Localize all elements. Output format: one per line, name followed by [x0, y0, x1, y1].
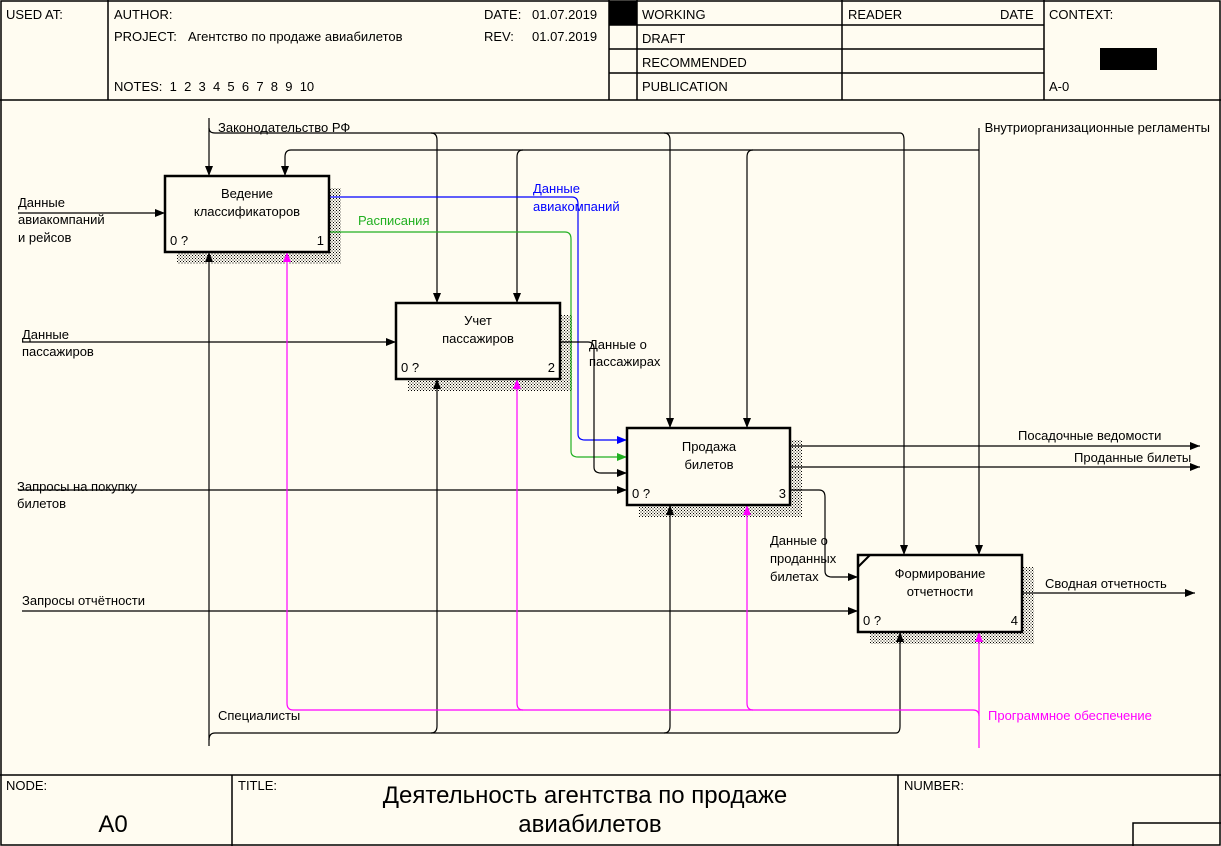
arrow-sold-ticket-data[interactable]	[790, 489, 858, 581]
box-number: 4	[1011, 613, 1018, 628]
title-label: TITLE:	[238, 778, 277, 793]
label-specialists: Специалисты	[218, 708, 300, 723]
box-title: Ведение	[221, 186, 273, 201]
box-title: Учет	[464, 313, 492, 328]
arrow-law[interactable]	[205, 118, 908, 555]
label-regulations: Внутриорганизационные регламенты	[985, 120, 1210, 135]
label-boarding-lists: Посадочные ведомости	[1018, 428, 1161, 443]
reader-date-label: DATE	[1000, 7, 1034, 22]
date-value: 01.07.2019	[532, 7, 597, 22]
author-label: AUTHOR:	[114, 7, 173, 22]
arrow-airline-data[interactable]	[329, 196, 627, 444]
footer-frame	[0, 774, 1221, 846]
label-sold-tickets: Проданные билеты	[1074, 450, 1191, 465]
box-title: пассажиров	[442, 331, 514, 346]
box-title: отчетности	[907, 584, 974, 599]
used-at-label: USED AT:	[6, 7, 63, 22]
box-cost: 0 ?	[632, 486, 650, 501]
date-label: DATE:	[484, 7, 521, 22]
label-airline-input: Данные	[18, 195, 65, 210]
project-label: PROJECT:	[114, 29, 177, 44]
box-title: билетов	[684, 457, 733, 472]
node-value: A0	[98, 811, 127, 838]
box-title: классификаторов	[194, 204, 300, 219]
reader-label: READER	[848, 7, 902, 22]
box-title: Формирование	[895, 566, 986, 581]
status-publication: PUBLICATION	[642, 79, 728, 94]
label-purchase-requests: билетов	[17, 496, 66, 511]
label-passenger-input: пассажиров	[22, 344, 94, 359]
node-label: NODE:	[6, 778, 47, 793]
box-cost: 0 ?	[170, 233, 188, 248]
label-passenger-input: Данные	[22, 327, 69, 342]
box-number: 1	[317, 233, 324, 248]
label-airline-input: авиакомпаний	[18, 212, 105, 227]
box-cost: 0 ?	[401, 360, 419, 375]
label-passenger-data: Данные о	[589, 337, 647, 352]
context-label: CONTEXT:	[1049, 7, 1113, 22]
arrow-passenger-data[interactable]	[560, 341, 627, 477]
label-law: Законодательство РФ	[218, 120, 350, 135]
box-number: 2	[548, 360, 555, 375]
context-thumbnail	[1100, 48, 1157, 70]
arrow-software[interactable]	[283, 252, 983, 748]
arrow-specialists[interactable]	[205, 252, 904, 746]
rev-value: 01.07.2019	[532, 29, 597, 44]
rev-label: REV:	[484, 29, 514, 44]
label-airline-data: авиакомпаний	[533, 199, 620, 214]
arrow-regulations[interactable]	[281, 128, 983, 555]
notes: NOTES: 1 2 3 4 5 6 7 8 9 10	[114, 79, 314, 94]
status-recommended: RECOMMENDED	[642, 55, 747, 70]
status-draft: DRAFT	[642, 31, 685, 46]
label-summary-report: Сводная отчетность	[1045, 576, 1167, 591]
number-label: NUMBER:	[904, 778, 964, 793]
label-passenger-data: пассажирах	[589, 354, 661, 369]
context-node: A-0	[1049, 79, 1069, 94]
project-name: Агентство по продаже авиабилетов	[188, 29, 403, 44]
activity-box-1[interactable]: Ведение классификаторов 0 ? 1	[163, 174, 331, 254]
label-airline-input: и рейсов	[18, 230, 71, 245]
label-sold-ticket-data: проданных	[770, 551, 837, 566]
status-working: WORKING	[642, 7, 706, 22]
diagram-title: авиабилетов	[518, 811, 661, 838]
activity-box-3[interactable]: Продажа билетов 0 ? 3	[625, 426, 792, 507]
arrow-schedules[interactable]	[329, 231, 627, 461]
box-title: Продажа	[682, 439, 737, 454]
label-sold-ticket-data: Данные о	[770, 533, 828, 548]
diagram-title: Деятельность агентства по продаже	[383, 782, 787, 809]
label-software: Программное обеспечение	[988, 708, 1152, 723]
label-purchase-requests: Запросы на покупку	[17, 479, 138, 494]
label-airline-data: Данные	[533, 181, 580, 196]
box-number: 3	[779, 486, 786, 501]
box-cost: 0 ?	[863, 613, 881, 628]
label-schedules: Расписания	[358, 213, 429, 228]
activity-box-2[interactable]: Учет пассажиров 0 ? 2	[394, 301, 562, 381]
label-report-requests: Запросы отчётности	[22, 593, 145, 608]
activity-box-4[interactable]: Формирование отчетности 0 ? 4	[856, 553, 1024, 634]
label-sold-ticket-data: билетах	[770, 569, 819, 584]
working-status-marker	[609, 1, 637, 25]
